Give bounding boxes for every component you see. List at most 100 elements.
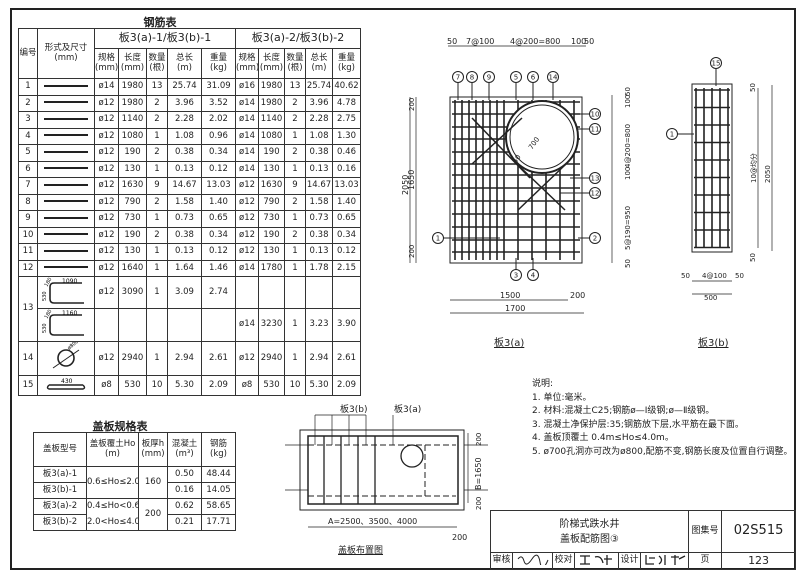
subheader: 规格(mm): [94, 48, 119, 79]
cell: [200, 308, 237, 342]
dim-text: 200: [475, 433, 483, 446]
dim-text: 50: [735, 272, 744, 280]
note-item: 2. 材料:混凝土C25;钢筋ø—Ⅰ级钢;ø—Ⅱ级钢。: [532, 406, 715, 416]
dim-text: 1500: [500, 291, 520, 300]
cell: 13.03: [332, 177, 362, 195]
dim-text: 200: [475, 497, 483, 510]
check-label: 校对: [552, 552, 575, 570]
title-block: 阶梯式跌水井盖板配筋图③ 图集号 02S515 审核 校对 设计 页 123: [489, 510, 797, 570]
cell: 2.0<Ho≤4.0: [86, 514, 139, 531]
drawing-title: 阶梯式跌水井盖板配筋图③: [489, 510, 690, 553]
plate-b-dimensions: 50 10@均分 2050 50 50 4@100 50 500: [681, 83, 772, 302]
dim-text: 2050: [764, 165, 772, 183]
page-number: 123: [721, 552, 797, 570]
cover-table-title: 盖板规格表: [92, 420, 148, 433]
dim-text: 50: [584, 37, 594, 46]
dim-text: 50: [447, 37, 457, 46]
note-item: 4. 盖板顶覆土 0.4m≤Ho≤4.0m。: [532, 433, 674, 443]
subheader: 重量(kg): [200, 48, 237, 79]
atlas-label: 图集号: [688, 510, 723, 553]
dim-text: 200: [408, 245, 416, 258]
shape-ring-bar: ø800: [37, 340, 95, 377]
dim-text: 500: [704, 294, 717, 302]
review-signature: [512, 552, 553, 570]
callout-circle: [510, 71, 522, 83]
page-label: 页: [688, 552, 723, 570]
callout-number: 2: [593, 235, 597, 243]
dim-text: 10@均分: [749, 153, 758, 183]
dim-text: 50: [624, 87, 632, 96]
svg-text:530: 530: [42, 324, 48, 334]
cell: [118, 308, 147, 342]
plate-b-callouts: 151: [666, 57, 722, 140]
cell: [332, 275, 362, 310]
plate-b-drawing: [691, 83, 773, 295]
dim-text: 4@100: [702, 272, 727, 280]
callout-circle: [527, 269, 539, 281]
group2-header: 板3(a)-2/板3(b)-2: [235, 28, 362, 49]
callout-number: 14: [549, 74, 558, 82]
callout-number: 15: [712, 60, 721, 68]
steel-table-title: 钢筋表: [143, 16, 177, 29]
cell: 板3(b)-2: [33, 514, 87, 531]
callout-circle: [589, 123, 601, 135]
notes-title: 说明:: [532, 379, 554, 389]
callout-circle: [432, 232, 444, 244]
cell: 3.52: [200, 94, 237, 112]
dim-text: 100: [624, 167, 632, 180]
layout-plan-label: 盖板布置图: [338, 546, 384, 556]
cell: 0.46: [332, 144, 362, 162]
dim-text: 200: [570, 291, 585, 300]
cell: 2940: [118, 340, 147, 377]
dim-text: 50: [749, 83, 757, 92]
cell: ø12: [235, 340, 260, 377]
cell: 3.90: [332, 308, 362, 342]
cell: 2.02: [200, 111, 237, 129]
cover-header: 板厚h(mm): [138, 432, 168, 467]
layout-plan-labels: 板3(b) 板3(a) A=2500、3500、4000 200 B=1650 …: [328, 403, 483, 542]
callout-number: 9: [487, 74, 491, 82]
dim-text: 100: [571, 37, 586, 46]
cell: [305, 275, 334, 310]
layout-plan-drawing: [285, 414, 488, 528]
cover-header: 混凝土(m³): [167, 432, 202, 467]
callout-circle: [589, 187, 601, 199]
callout-number: 13: [591, 175, 600, 183]
cell: 15: [18, 375, 38, 397]
dim-text: 50: [681, 272, 690, 280]
dim-text: 1700: [505, 304, 525, 313]
dim-text: B=1650: [474, 457, 483, 490]
dim-text: 50: [749, 253, 757, 262]
cover-spec-table: 盖板型号盖板覆土Ho(m)板厚h(mm)混凝土(m³)钢筋(kg) 板3(a)-…: [33, 432, 236, 531]
svg-text:180: 180: [44, 277, 54, 288]
callout-number: 4: [531, 272, 536, 280]
dim-text: 100: [624, 95, 632, 108]
design-signature: [639, 552, 690, 570]
label-plate-b: 板3(b): [340, 403, 367, 415]
callout-number: 7: [456, 74, 460, 82]
cell: 13.03: [200, 177, 237, 195]
cell: 530: [118, 375, 147, 397]
callout-number: 1: [436, 235, 440, 243]
dim-text: 50: [511, 153, 523, 165]
callout-circle: [589, 108, 601, 120]
callout-circle: [547, 71, 559, 83]
dim-text: 50: [624, 259, 632, 268]
dim-text: 5@190=950: [624, 206, 632, 250]
atlas-number: 02S515: [721, 510, 797, 553]
callout-circle: [452, 71, 464, 83]
cell: [167, 308, 202, 342]
svg-text:1090: 1090: [62, 278, 77, 285]
